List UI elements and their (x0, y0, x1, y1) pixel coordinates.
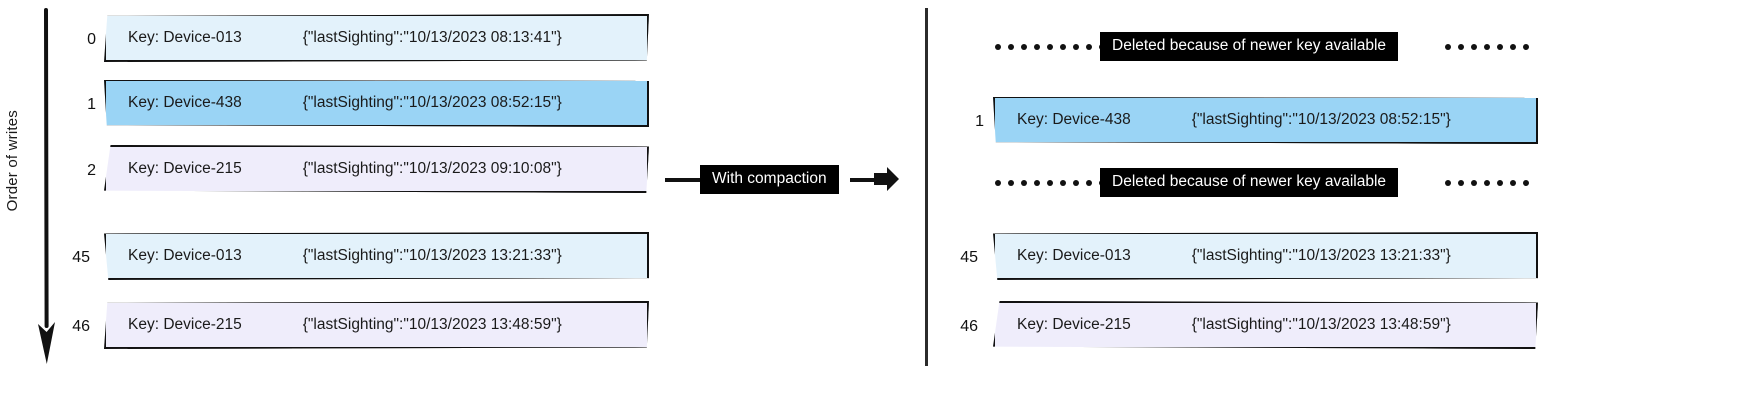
compaction-arrow-line (665, 178, 703, 182)
with-compaction-label: With compaction (700, 165, 839, 194)
row-index: 1 (975, 113, 984, 130)
record-value: {"lastSighting":"10/13/2023 08:52:15"} (302, 94, 562, 111)
row-index: 45 (72, 249, 90, 266)
deleted-dots-right (1445, 180, 1535, 186)
record-row[interactable]: Key: Device-215 {"lastSighting":"10/13/2… (104, 145, 649, 193)
row-index: 1 (87, 96, 96, 113)
record-value: {"lastSighting":"10/13/2023 08:13:41"} (302, 29, 562, 46)
row-index: 2 (87, 162, 96, 179)
record-value: {"lastSighting":"10/13/2023 13:21:33"} (302, 247, 562, 264)
order-of-writes-label: Order of writes (4, 110, 21, 212)
panel-divider (925, 8, 928, 366)
arrow-right-icon (874, 167, 899, 191)
row-index: 0 (87, 31, 96, 48)
record-value: {"lastSighting":"10/13/2023 13:48:59"} (1191, 316, 1451, 333)
deleted-label: Deleted because of newer key available (1100, 32, 1399, 61)
record-key: Key: Device-215 (1017, 316, 1131, 333)
record-key: Key: Device-013 (1017, 247, 1131, 264)
row-index: 45 (960, 249, 978, 266)
pre-compaction-panel: 0 Key: Device-013 {"lastSighting":"10/13… (60, 0, 660, 411)
record-row[interactable]: Key: Device-438 {"lastSighting":"10/13/2… (104, 79, 649, 127)
deleted-dots-right (1445, 44, 1535, 50)
record-value: {"lastSighting":"10/13/2023 13:48:59"} (302, 316, 562, 333)
record-key: Key: Device-215 (128, 316, 242, 333)
record-key: Key: Device-438 (1017, 111, 1131, 128)
record-row[interactable]: Key: Device-215 {"lastSighting":"10/13/2… (993, 301, 1538, 349)
row-index: 46 (960, 318, 978, 335)
deleted-dots-left (995, 180, 1105, 186)
record-value: {"lastSighting":"10/13/2023 13:21:33"} (1191, 247, 1451, 264)
record-value: {"lastSighting":"10/13/2023 09:10:08"} (302, 160, 562, 177)
row-index: 46 (72, 318, 90, 335)
order-of-writes-arrow-icon (38, 8, 55, 364)
record-key: Key: Device-013 (128, 247, 242, 264)
record-row[interactable]: Key: Device-013 {"lastSighting":"10/13/2… (104, 232, 649, 280)
record-row[interactable]: Key: Device-215 {"lastSighting":"10/13/2… (104, 301, 649, 349)
deleted-dots-left (995, 44, 1105, 50)
record-row[interactable]: Key: Device-013 {"lastSighting":"10/13/2… (104, 14, 649, 62)
record-value: {"lastSighting":"10/13/2023 08:52:15"} (1191, 111, 1451, 128)
deleted-label: Deleted because of newer key available (1100, 168, 1399, 197)
record-row[interactable]: Key: Device-013 {"lastSighting":"10/13/2… (993, 232, 1538, 280)
post-compaction-panel: Deleted because of newer key available 1… (930, 0, 1750, 411)
record-row[interactable]: Key: Device-438 {"lastSighting":"10/13/2… (993, 96, 1538, 144)
compaction-arrow-line-2 (850, 178, 880, 182)
record-key: Key: Device-438 (128, 94, 242, 111)
record-key: Key: Device-013 (128, 29, 242, 46)
record-key: Key: Device-215 (128, 160, 242, 177)
